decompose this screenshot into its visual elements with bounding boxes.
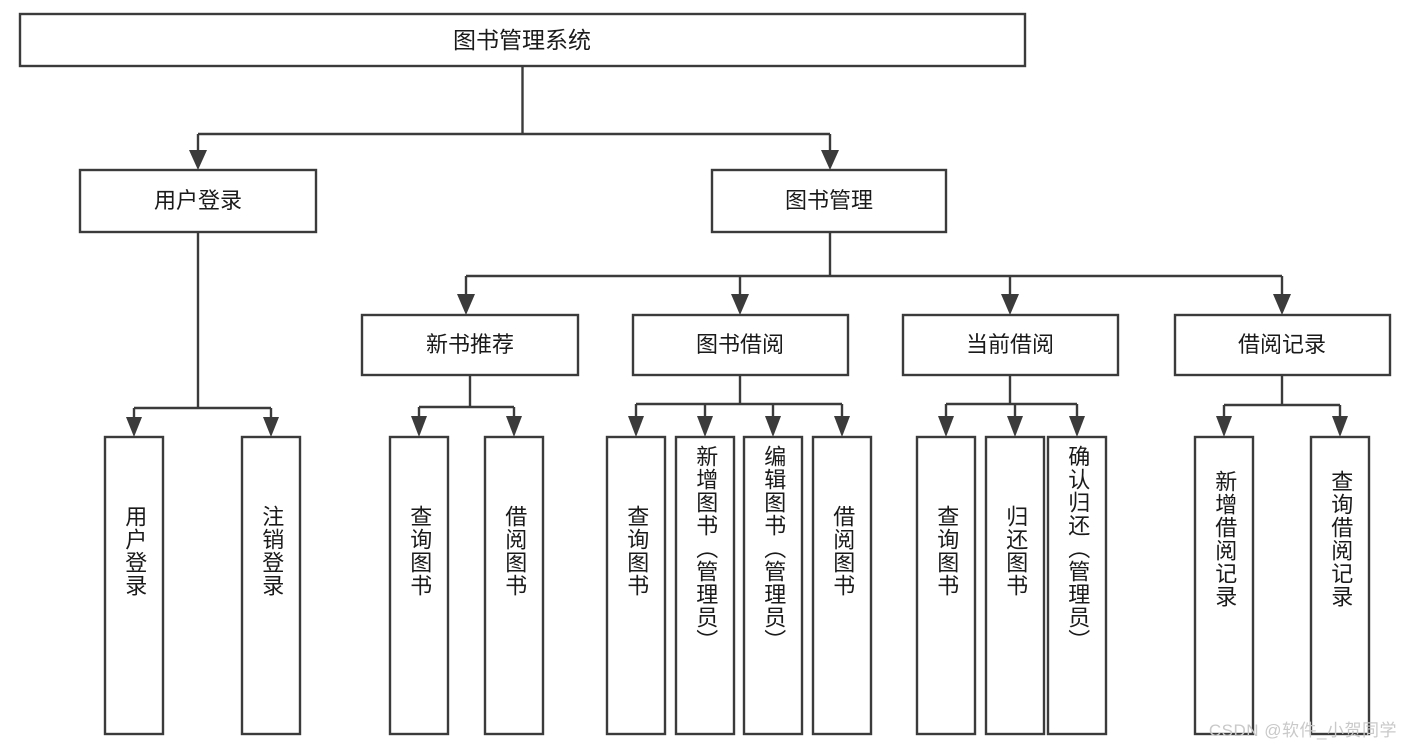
arrowhead-leaf-confirm-return (1069, 416, 1085, 437)
node-user-login[interactable]: 用户登录 (78, 168, 318, 234)
arrowhead-leaf-query-book-3 (938, 416, 954, 437)
arrowhead-borrow-record (1273, 294, 1291, 315)
arrowhead-leaf-user-login (126, 417, 142, 437)
connector-group-user-login (126, 232, 279, 437)
leaf-box-query-book-1[interactable] (388, 435, 450, 736)
node-book-borrow-label: 图书借阅 (696, 332, 784, 357)
leaf-box-borrow-book-1[interactable] (483, 435, 545, 736)
arrowhead-leaf-return-book (1007, 416, 1023, 437)
node-borrow-record[interactable]: 借阅记录 (1173, 313, 1392, 377)
node-new-book-recommend-box[interactable] (360, 313, 580, 377)
arrowhead-leaf-add-record (1216, 416, 1232, 437)
node-new-book-recommend[interactable]: 新书推荐 (360, 313, 580, 377)
connector-group-new-book-rec (411, 375, 522, 437)
connector-group-current-borrow (938, 375, 1085, 437)
node-book-borrow[interactable]: 图书借阅 (631, 313, 850, 377)
leaf-box-user-login[interactable] (103, 435, 165, 736)
leaf-box-query-book-3[interactable] (915, 435, 977, 736)
node-book-borrow-box[interactable] (631, 313, 850, 377)
watermark: CSDN @软件_小贺同学 (1208, 721, 1397, 740)
node-current-borrow[interactable]: 当前借阅 (901, 313, 1120, 377)
node-root[interactable]: 图书管理系统 (18, 12, 1027, 68)
node-new-book-recommend-label: 新书推荐 (426, 332, 514, 357)
leaf-box-logout[interactable] (240, 435, 302, 736)
arrowhead-leaf-borrow-book-1 (506, 416, 522, 437)
node-borrow-record-label: 借阅记录 (1238, 332, 1326, 357)
leaf-box-add-book[interactable] (674, 435, 736, 736)
node-book-management-label: 图书管理 (785, 188, 873, 213)
arrowhead-book-borrow (731, 294, 749, 315)
leaf-box-return-book[interactable] (984, 435, 1046, 736)
node-book-management[interactable]: 图书管理 (710, 168, 948, 234)
arrowhead-leaf-query-record (1332, 416, 1348, 437)
arrowhead-leaf-query-book-2 (628, 416, 644, 437)
node-current-borrow-box[interactable] (901, 313, 1120, 377)
connector-group-book-mgmt (457, 232, 1291, 315)
arrowhead-current-borrow (1001, 294, 1019, 315)
node-book-management-box[interactable] (710, 168, 948, 234)
connector-group-borrow-record (1216, 375, 1348, 437)
arrowhead-user-login (189, 150, 207, 170)
arrowhead-book-mgmt (821, 150, 839, 170)
node-root-box[interactable] (18, 12, 1027, 68)
node-user-login-box[interactable] (78, 168, 318, 234)
arrowhead-leaf-query-book-1 (411, 416, 427, 437)
leaf-box-borrow-book-2[interactable] (811, 435, 873, 736)
leaf-boxes (103, 435, 1371, 736)
node-root-label: 图书管理系统 (453, 27, 591, 53)
arrowhead-leaf-edit-book (765, 416, 781, 437)
leaf-box-add-record[interactable] (1193, 435, 1255, 736)
leaf-box-query-record[interactable] (1309, 435, 1371, 736)
arrowhead-leaf-add-book (697, 416, 713, 437)
connector-group-root (189, 66, 839, 170)
leaf-box-edit-book[interactable] (742, 435, 804, 736)
node-user-login-label: 用户登录 (154, 188, 242, 213)
leaf-box-query-book-2[interactable] (605, 435, 667, 736)
connector-group-book-borrow (628, 375, 850, 437)
arrowhead-new-book-rec (457, 294, 475, 315)
node-current-borrow-label: 当前借阅 (966, 332, 1054, 357)
leaf-box-confirm-return[interactable] (1046, 435, 1108, 736)
arrowhead-leaf-logout (263, 417, 279, 437)
node-borrow-record-box[interactable] (1173, 313, 1392, 377)
arrowhead-leaf-borrow-book-2 (834, 416, 850, 437)
